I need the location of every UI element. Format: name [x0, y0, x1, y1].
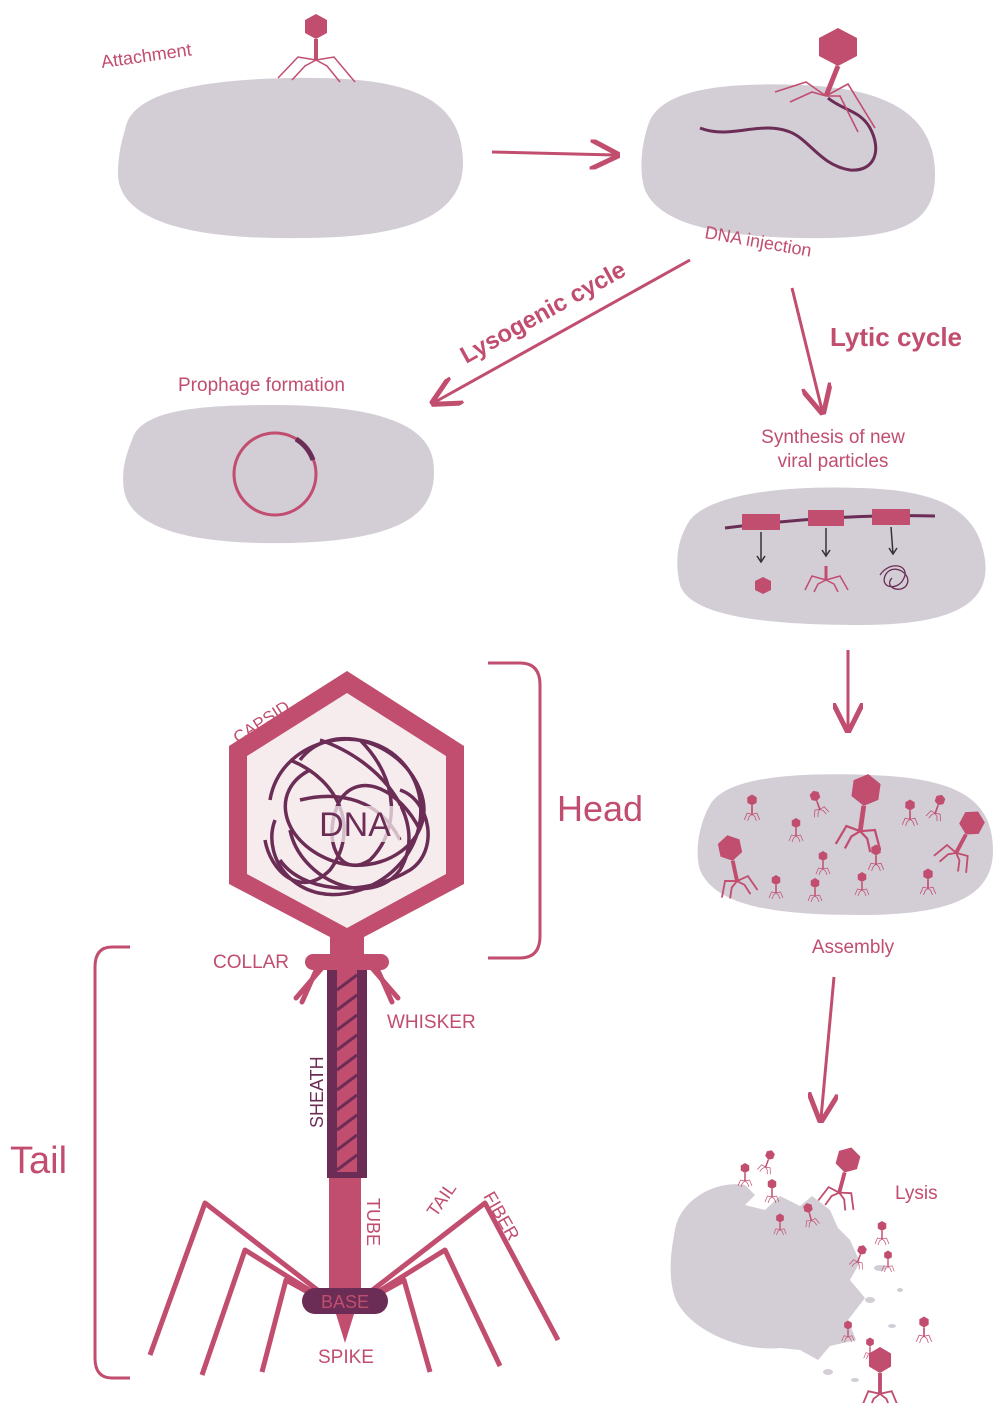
- lysogenic-cycle-label: Lysogenic cycle: [456, 256, 630, 369]
- head-bracket: [488, 663, 540, 958]
- host-cell: [118, 78, 463, 238]
- arrow-lysogenic: [435, 260, 690, 402]
- arrow-lytic: [792, 288, 822, 410]
- tail-label: Tail: [10, 1140, 67, 1182]
- tail-fiber-label-1: TAIL: [423, 1179, 460, 1221]
- arrow-to-lysis: [821, 977, 834, 1118]
- lysis-stage: Lysis: [671, 1143, 938, 1403]
- host-cell: [698, 774, 993, 915]
- attachment-label: Attachment: [100, 39, 193, 71]
- base-label: BASE: [321, 1292, 369, 1312]
- sheath-label: SHEATH: [307, 1056, 327, 1128]
- ruptured-cell: [671, 1184, 865, 1360]
- tail-fiber-label-2: FIBER: [480, 1188, 524, 1244]
- attachment-stage: Attachment: [100, 14, 463, 238]
- tail-sheath: [327, 965, 367, 1178]
- gene-1: [742, 514, 780, 530]
- phage-attached: [278, 14, 355, 82]
- synthesis-stage: Synthesis of new viral particles: [677, 427, 985, 625]
- whisker-label: WHISKER: [387, 1012, 476, 1033]
- assembly-stage: Assembly: [698, 771, 995, 958]
- spike: [336, 1314, 354, 1343]
- prophage-label: Prophage formation: [178, 375, 345, 396]
- dna-label: DNA: [319, 806, 391, 844]
- gene-3: [872, 509, 910, 525]
- synthesis-label-line2: viral particles: [778, 451, 889, 472]
- gene-2: [808, 510, 844, 526]
- collar-label: COLLAR: [213, 952, 289, 973]
- head-label: Head: [557, 788, 643, 829]
- host-cell: [123, 405, 434, 543]
- arrow-to-injection: [492, 152, 615, 155]
- tail-tube: [329, 1178, 361, 1288]
- host-cell: [677, 487, 985, 625]
- dna-injection-stage: DNA injection: [641, 28, 935, 261]
- spike-label: SPIKE: [318, 1347, 374, 1368]
- lysis-label: Lysis: [895, 1183, 938, 1204]
- tube-label: TUBE: [363, 1198, 383, 1246]
- lytic-cycle-label: Lytic cycle: [830, 322, 962, 352]
- synthesis-label-line1: Synthesis of new: [761, 427, 905, 448]
- assembly-label: Assembly: [812, 937, 895, 958]
- prophage-stage: Prophage formation: [123, 375, 434, 543]
- phage-anatomy: DNA BASE: [150, 671, 558, 1375]
- tail-bracket: [95, 947, 130, 1378]
- host-cell: [641, 84, 935, 238]
